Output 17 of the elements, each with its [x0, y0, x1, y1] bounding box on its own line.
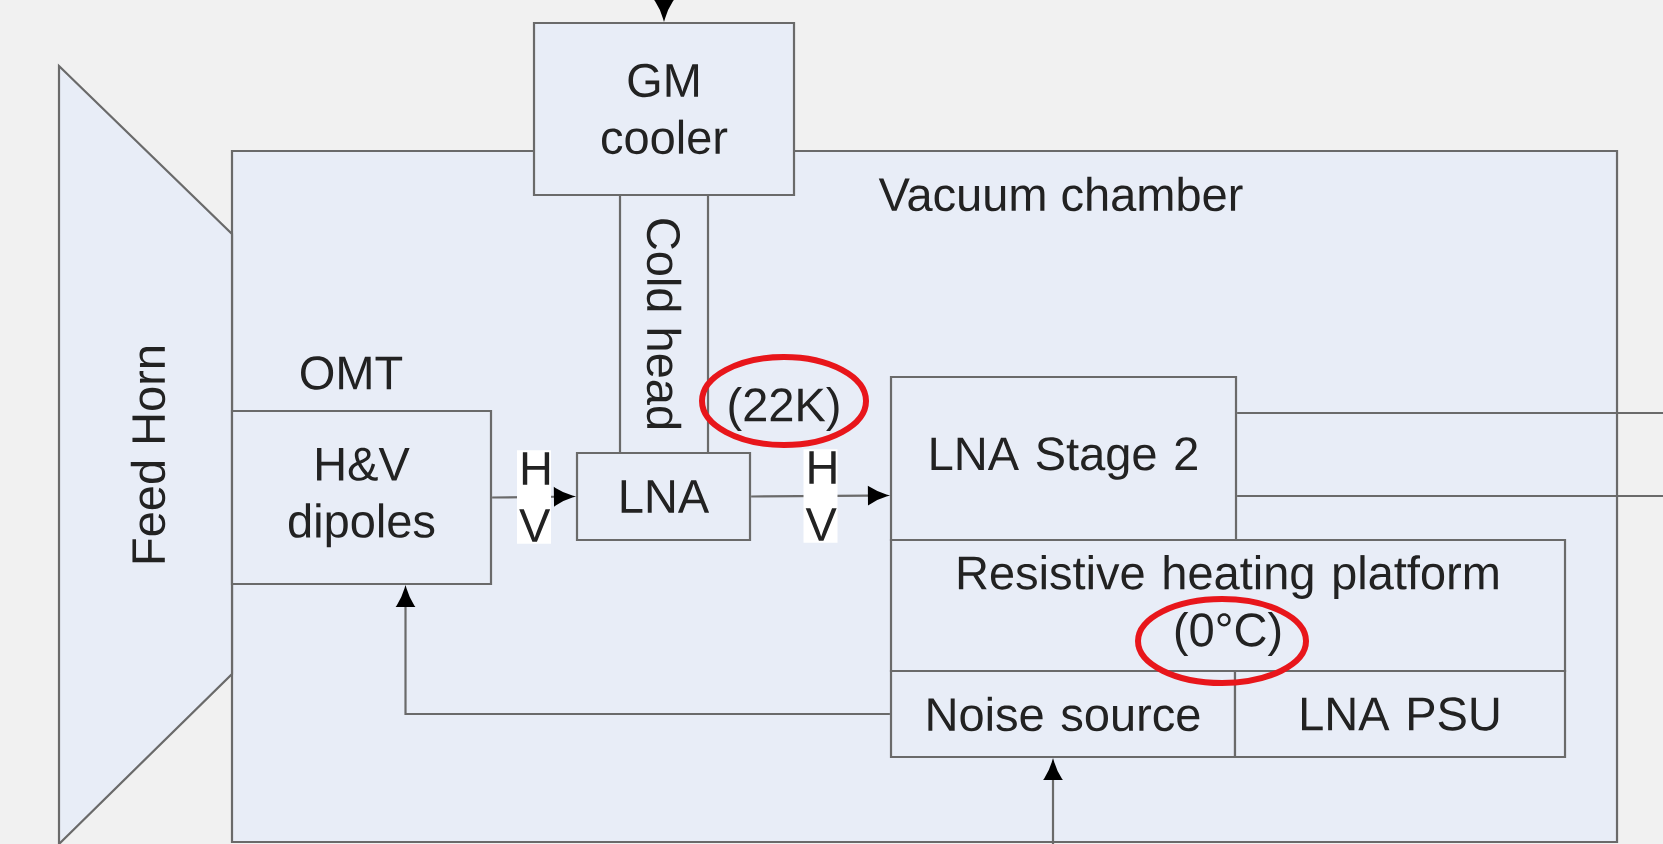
omt-heading: OMT [301, 356, 403, 390]
edge-label: H V [519, 452, 551, 542]
arrow [655, 0, 673, 20]
signal-line [1237, 411, 1663, 415]
amplifier-box: LNA Stage 2 [889, 375, 1238, 542]
arrow [1044, 760, 1062, 844]
chamber-heading: Vacuum chamber [878, 176, 1243, 212]
edge-label: H V [805, 451, 837, 541]
temperature-label: (22K) [729, 387, 839, 431]
dipole-box: H&V dipoles [230, 409, 493, 586]
cold-head-box: Cold head [618, 193, 710, 455]
cooler-box: GM cooler [532, 21, 796, 197]
noise-source-box: Noise source [889, 669, 1237, 759]
power-supply-box: LNA PSU [1233, 669, 1567, 759]
signal-line [1237, 494, 1663, 498]
arrow [396, 587, 890, 716]
amplifier-box: LNA [575, 451, 752, 542]
